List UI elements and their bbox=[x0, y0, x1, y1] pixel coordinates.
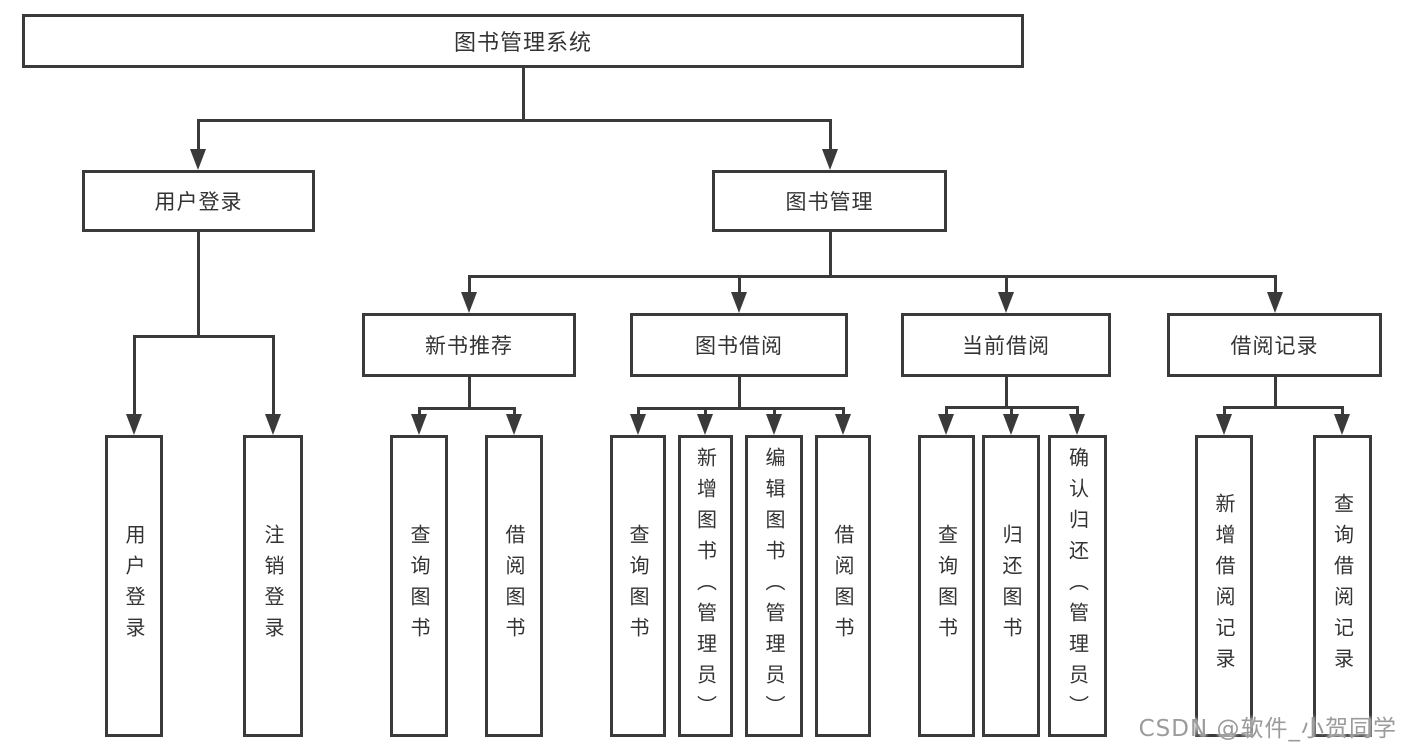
arrowhead-bor-borrow bbox=[835, 414, 851, 435]
connector-drop-bor-borrow bbox=[841, 407, 845, 419]
connector-drop-cur-confirm bbox=[1075, 406, 1079, 418]
csdn-watermark: CSDN @软件_小贺同学 bbox=[1138, 716, 1397, 742]
connector-bookmgmt-stem bbox=[828, 232, 832, 278]
connector-drop-borrowing bbox=[737, 275, 741, 296]
arrowhead-cur-return bbox=[1003, 414, 1019, 435]
arrowhead-borrowing bbox=[731, 292, 747, 313]
arrowhead-user-login bbox=[190, 149, 206, 170]
node-book-borrowing: 图书借阅 bbox=[630, 313, 848, 377]
node-new-book-recommend: 新书推荐 bbox=[362, 313, 576, 377]
connector-userlogin-rail bbox=[132, 335, 275, 338]
arrowhead-leaf-login bbox=[126, 414, 142, 435]
connector-borrowing-rail bbox=[636, 407, 845, 410]
leaf-add-books-admin: 新增图书（管理员） bbox=[678, 435, 733, 737]
connector-drop-leaf-login bbox=[132, 335, 136, 417]
arrowhead-recadd bbox=[1216, 414, 1232, 435]
connector-drop-rec-add bbox=[1222, 406, 1226, 418]
connector-drop-bor-query bbox=[636, 407, 640, 419]
connector-records-rail bbox=[1222, 406, 1344, 409]
connector-drop-bor-add bbox=[703, 407, 707, 419]
arrowhead-bor-query bbox=[630, 414, 646, 435]
connector-recommend-rail bbox=[417, 407, 516, 410]
connector-records-stem bbox=[1273, 376, 1277, 409]
node-root-library-system: 图书管理系统 bbox=[22, 14, 1024, 68]
arrowhead-records bbox=[1267, 292, 1283, 313]
node-user-login: 用户登录 bbox=[82, 170, 315, 232]
connector-drop-rec-borrow bbox=[512, 407, 516, 419]
connector-drop-rec-query2 bbox=[1340, 406, 1344, 418]
arrowhead-rec-query bbox=[411, 414, 427, 435]
connector-drop-user-login bbox=[196, 119, 200, 152]
leaf-return-books: 归还图书 bbox=[982, 435, 1040, 737]
leaf-borrowing-query-books: 查询图书 bbox=[610, 435, 666, 737]
arrowhead-bor-edit bbox=[766, 414, 782, 435]
arrowhead-recommend bbox=[461, 292, 477, 313]
leaf-borrowing-borrow-books: 借阅图书 bbox=[815, 435, 871, 737]
leaf-edit-books-admin: 编辑图书（管理员） bbox=[745, 435, 803, 737]
arrowhead-cur-confirm bbox=[1069, 414, 1085, 435]
connector-drop-current bbox=[1004, 275, 1008, 296]
connector-drop-bor-edit bbox=[772, 407, 776, 419]
arrowhead-leaf-logout bbox=[265, 414, 281, 435]
connector-current-stem bbox=[1004, 376, 1008, 409]
connector-drop-cur-query bbox=[944, 406, 948, 418]
arrowhead-book-management bbox=[822, 149, 838, 170]
leaf-confirm-return-admin: 确认归还（管理员） bbox=[1048, 435, 1107, 737]
connector-drop-leaf-logout bbox=[271, 335, 275, 417]
connector-bookmgmt-rail bbox=[467, 275, 1277, 278]
arrowhead-recquery2 bbox=[1334, 414, 1350, 435]
node-current-borrowing: 当前借阅 bbox=[901, 313, 1111, 377]
connector-root-stem bbox=[521, 65, 525, 122]
arrowhead-current bbox=[998, 292, 1014, 313]
connector-drop-book-management bbox=[828, 119, 832, 152]
leaf-logout: 注销登录 bbox=[243, 435, 303, 737]
connector-userlogin-stem bbox=[196, 232, 200, 338]
arrowhead-bor-add bbox=[697, 414, 713, 435]
leaf-recommend-query-books: 查询图书 bbox=[390, 435, 448, 737]
leaf-current-query-books: 查询图书 bbox=[918, 435, 975, 737]
leaf-query-borrow-record: 查询借阅记录 bbox=[1313, 435, 1372, 737]
arrowhead-cur-query bbox=[938, 414, 954, 435]
connector-drop-records bbox=[1273, 275, 1277, 296]
arrowhead-rec-borrow bbox=[506, 414, 522, 435]
connector-drop-rec-query bbox=[417, 407, 421, 419]
leaf-recommend-borrow-books: 借阅图书 bbox=[485, 435, 543, 737]
connector-recommend-stem bbox=[467, 376, 471, 410]
node-book-management: 图书管理 bbox=[712, 170, 947, 232]
leaf-user-login: 用户登录 bbox=[105, 435, 163, 737]
connector-drop-recommend bbox=[467, 275, 471, 296]
leaf-add-borrow-record: 新增借阅记录 bbox=[1195, 435, 1253, 737]
node-borrowing-records: 借阅记录 bbox=[1167, 313, 1382, 377]
connector-drop-cur-return bbox=[1009, 406, 1013, 418]
connector-root-rail bbox=[196, 119, 832, 122]
connector-borrowing-stem bbox=[737, 376, 741, 410]
